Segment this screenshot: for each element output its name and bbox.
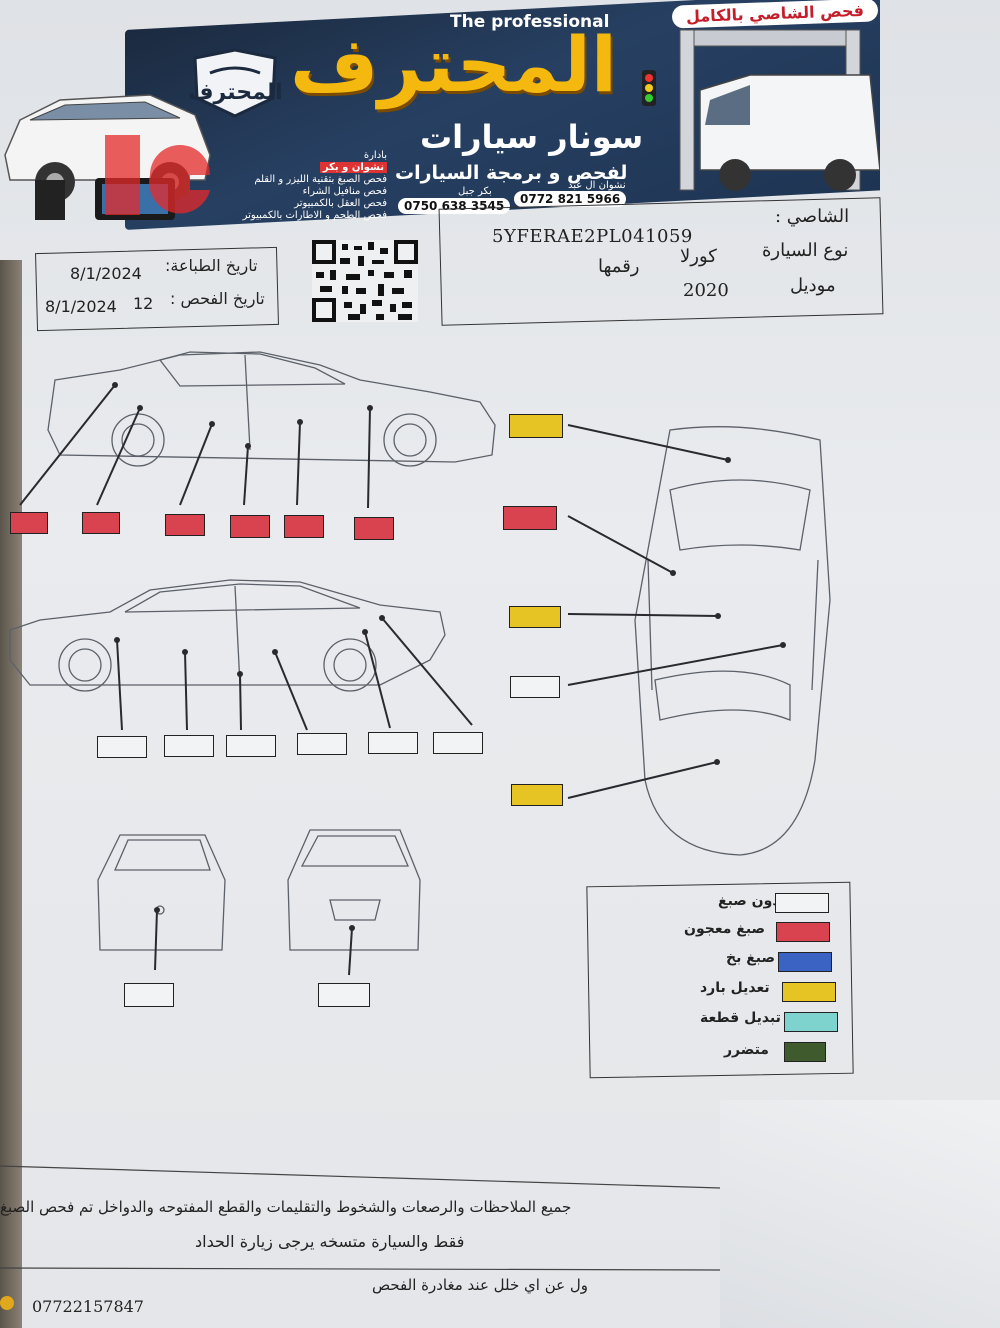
brand-shield-icon bbox=[193, 48, 277, 118]
panel-swatch bbox=[284, 515, 324, 538]
panel-swatch bbox=[509, 606, 561, 628]
footer-phone: 07722157847 bbox=[32, 1297, 144, 1316]
panel-swatch bbox=[503, 506, 557, 530]
panel-swatch bbox=[230, 515, 270, 538]
footer-note-line1-visible: جميع الملاحظات والرصعات والشخوط والتقليم… bbox=[0, 1198, 572, 1216]
qr-code-icon bbox=[312, 240, 418, 322]
contact-name: نشوان ال عبد bbox=[568, 180, 626, 191]
panel-swatch bbox=[433, 732, 483, 754]
plate-label: رقمها bbox=[598, 256, 640, 277]
panel-swatch bbox=[82, 512, 120, 534]
service-item: فحص العقل بالكمبيوتر bbox=[294, 198, 387, 209]
side-view-right-icon bbox=[47, 351, 496, 467]
chassis-label: الشاصي : bbox=[775, 206, 850, 227]
legend-label: صبغ معجون bbox=[684, 921, 766, 937]
footer-note-line2: فقط والسيارة متسخه يرجى زيارة الحداد bbox=[195, 1232, 465, 1251]
brand-english: The professional bbox=[450, 12, 610, 32]
subtitle: سونار سيارات bbox=[420, 118, 644, 156]
legend-label: صبغ بخ bbox=[726, 950, 776, 966]
legend-swatch bbox=[784, 1042, 826, 1062]
legend-swatch bbox=[775, 893, 829, 913]
panel-swatch bbox=[10, 512, 48, 534]
subtitle-secondary: لفحص و برمجة السيارات bbox=[395, 162, 628, 184]
legend-label: متضرر bbox=[724, 1042, 769, 1058]
car-type-label: نوع السيارة bbox=[762, 240, 849, 261]
panel-swatch bbox=[226, 735, 276, 757]
legend-label: تعديل بارد bbox=[700, 980, 770, 996]
contact-name: بكر جبل bbox=[458, 186, 492, 197]
model-label: موديل bbox=[790, 275, 836, 296]
panel-swatch bbox=[97, 736, 147, 758]
legend-label: بدون صبغ bbox=[718, 893, 786, 909]
phone-icon bbox=[0, 1296, 14, 1310]
header-banner: المحترف فحص الشاصي بالكامل The professio… bbox=[0, 0, 880, 230]
model-value: 2020 bbox=[683, 280, 729, 301]
services-list: بادارة نشوان و بكر فحص الصبغ بتقنية اللي… bbox=[212, 150, 387, 222]
panel-swatch bbox=[297, 733, 347, 755]
panel-swatch bbox=[165, 514, 205, 536]
inspection-date-value: 8/1/2024 bbox=[45, 297, 117, 316]
legend-swatch bbox=[782, 982, 836, 1002]
front-view-icon bbox=[287, 829, 421, 951]
side-view-left-icon bbox=[9, 579, 446, 692]
print-date-value: 8/1/2024 bbox=[70, 264, 142, 283]
panel-swatch bbox=[318, 983, 370, 1007]
management-label: بادارة bbox=[363, 150, 387, 161]
footer-disclaimer: ول عن اي خلل عند مغادرة الفحص bbox=[372, 1276, 588, 1294]
panel-swatch bbox=[368, 732, 418, 754]
panel-swatch bbox=[511, 784, 563, 806]
watermark-logo-icon bbox=[105, 135, 210, 215]
logo-text: المحترف bbox=[188, 80, 283, 105]
legend-swatch bbox=[784, 1012, 838, 1032]
inspection-date-label: تاريخ الفحص : bbox=[170, 289, 265, 308]
panel-swatch bbox=[354, 517, 394, 540]
chassis-value: 5YFERAE2PL041059 bbox=[492, 226, 693, 247]
page-curl bbox=[720, 1100, 1000, 1328]
service-item: فحص الصبغ بتقنية الليزر و القلم bbox=[254, 174, 387, 185]
top-view-icon bbox=[634, 426, 831, 856]
brand-arabic: المحترف bbox=[290, 20, 617, 109]
legend-swatch bbox=[778, 952, 832, 972]
panel-swatch bbox=[124, 983, 174, 1007]
panel-swatch bbox=[164, 735, 214, 757]
legend-swatch bbox=[776, 922, 830, 942]
panel-swatch bbox=[509, 414, 563, 438]
inspection-extra: 12 bbox=[133, 294, 154, 313]
legend-label: تبديل قطعة bbox=[700, 1010, 781, 1026]
van-scanner-illustration-icon bbox=[642, 29, 880, 191]
rear-view-icon bbox=[97, 834, 226, 951]
contact-phone: 0772 821 5966 bbox=[514, 191, 627, 207]
contact-phone: 0750 638 3545 bbox=[398, 198, 511, 214]
service-item: فحص منافيل الشراء bbox=[302, 186, 387, 197]
print-date-label: تاريخ الطباعة: bbox=[165, 256, 258, 275]
service-item: فحص الطحم و الاطارات بالكمبيوتر bbox=[242, 210, 387, 221]
panel-swatch bbox=[510, 676, 560, 698]
managers: نشوان و بكر bbox=[319, 162, 387, 173]
footer-lines bbox=[0, 1165, 721, 1271]
car-type-value: كورلا bbox=[680, 246, 717, 267]
